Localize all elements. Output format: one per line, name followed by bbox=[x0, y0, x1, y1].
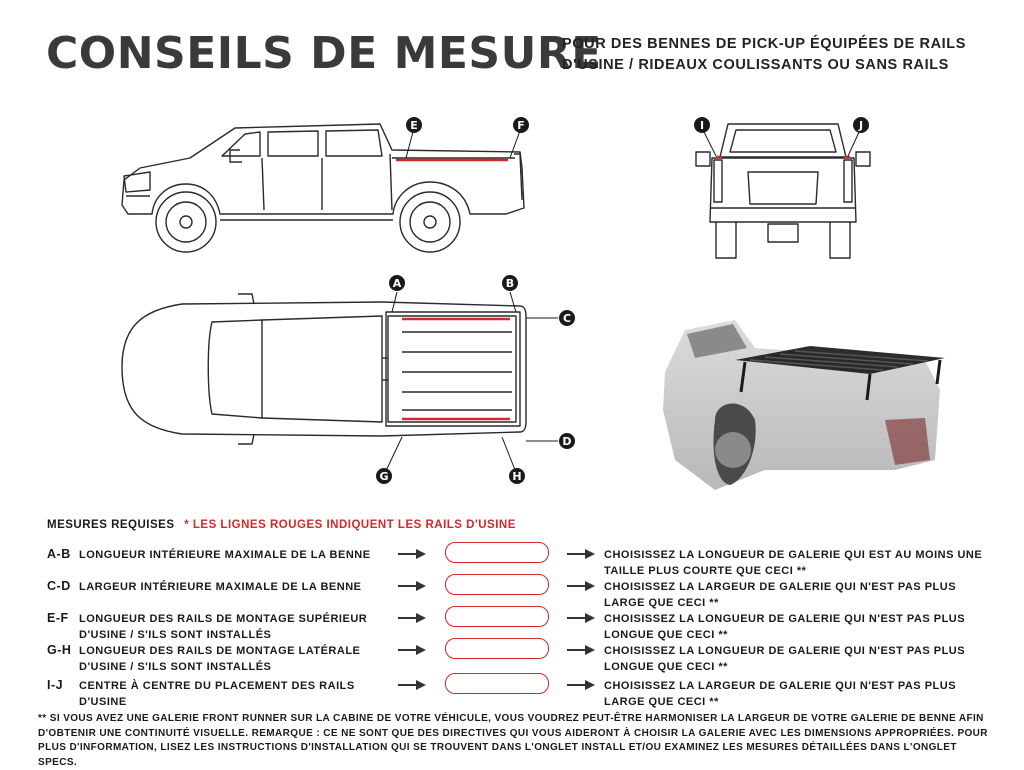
row-result: CHOISISSEZ LA LONGUEUR DE GALERIE QUI ES… bbox=[604, 549, 983, 577]
row-description: LONGUEUR DES RAILS DE MONTAGE LATÉRALE D… bbox=[79, 645, 361, 673]
row-code: I-J bbox=[47, 678, 64, 692]
svg-text:H: H bbox=[512, 470, 521, 483]
svg-text:D: D bbox=[562, 435, 571, 448]
measurement-input[interactable] bbox=[445, 542, 549, 563]
svg-text:I: I bbox=[700, 119, 704, 132]
page-title: CONSEILS DE MESURE bbox=[46, 28, 602, 79]
marker-c-icon: C bbox=[559, 310, 575, 326]
marker-g-icon: G bbox=[376, 468, 392, 484]
row-code: A-B bbox=[47, 547, 71, 561]
arrow-right-icon bbox=[567, 581, 595, 591]
measurement-input[interactable] bbox=[445, 574, 549, 595]
footnote: ** SI VOUS AVEZ UNE GALERIE FRONT RUNNER… bbox=[38, 713, 988, 768]
requirements-heading: MESURES REQUISES * LES LIGNES ROUGES IND… bbox=[47, 519, 516, 531]
svg-text:A: A bbox=[393, 277, 402, 290]
arrow-right-icon bbox=[567, 645, 595, 655]
requirement-row: A-B LONGUEUR INTÉRIEURE MAXIMALE DE LA B… bbox=[0, 542, 1024, 579]
truck-with-rack-photo bbox=[663, 320, 945, 490]
requirement-row: I-J CENTRE À CENTRE DU PLACEMENT DES RAI… bbox=[0, 673, 1024, 710]
arrow-right-icon bbox=[398, 549, 426, 559]
arrow-right-icon bbox=[398, 581, 426, 591]
subtitle-line-1: POUR DES BENNES DE PICK-UP ÉQUIPÉES DE R… bbox=[562, 36, 967, 52]
svg-text:C: C bbox=[563, 312, 571, 325]
requirements-title: MESURES REQUISES bbox=[47, 519, 175, 531]
row-description: LONGUEUR INTÉRIEURE MAXIMALE DE LA BENNE bbox=[79, 549, 371, 561]
marker-b-icon: B bbox=[502, 275, 518, 291]
arrow-right-icon bbox=[567, 680, 595, 690]
measurement-input[interactable] bbox=[445, 638, 549, 659]
arrow-right-icon bbox=[398, 680, 426, 690]
measurement-input[interactable] bbox=[445, 606, 549, 627]
row-description: LARGEUR INTÉRIEURE MAXIMALE DE LA BENNE bbox=[79, 581, 362, 593]
row-code: G-H bbox=[47, 643, 72, 657]
row-code: C-D bbox=[47, 579, 71, 593]
svg-text:G: G bbox=[379, 470, 388, 483]
svg-text:F: F bbox=[517, 119, 525, 132]
marker-j-icon: J bbox=[853, 117, 869, 133]
row-description: LONGUEUR DES RAILS DE MONTAGE SUPÉRIEUR … bbox=[79, 613, 368, 641]
svg-text:B: B bbox=[506, 277, 514, 290]
row-code: E-F bbox=[47, 611, 69, 625]
arrow-right-icon bbox=[567, 613, 595, 623]
svg-text:J: J bbox=[858, 119, 863, 132]
svg-text:E: E bbox=[410, 119, 418, 132]
marker-f-icon: F bbox=[513, 117, 529, 133]
subtitle-line-2: D'USINE / RIDEAUX COULISSANTS OU SANS RA… bbox=[562, 57, 949, 73]
row-result: CHOISISSEZ LA LARGEUR DE GALERIE QUI N'E… bbox=[604, 680, 957, 708]
measurement-input[interactable] bbox=[445, 673, 549, 694]
marker-i-icon: I bbox=[694, 117, 710, 133]
row-description: CENTRE À CENTRE DU PLACEMENT DES RAILS D… bbox=[79, 680, 355, 708]
requirement-row: C-D LARGEUR INTÉRIEURE MAXIMALE DE LA BE… bbox=[0, 574, 1024, 611]
arrow-right-icon bbox=[398, 613, 426, 623]
red-lines-note: * LES LIGNES ROUGES INDIQUENT LES RAILS … bbox=[184, 519, 516, 531]
marker-h-icon: H bbox=[509, 468, 525, 484]
row-result: CHOISISSEZ LA LONGUEUR DE GALERIE QUI N'… bbox=[604, 645, 966, 673]
marker-e-icon: E bbox=[406, 117, 422, 133]
arrow-right-icon bbox=[567, 549, 595, 559]
requirement-row: G-H LONGUEUR DES RAILS DE MONTAGE LATÉRA… bbox=[0, 638, 1024, 675]
truck-rear-view: I J bbox=[694, 117, 871, 259]
marker-d-icon: D bbox=[559, 433, 575, 449]
truck-side-view: E F bbox=[121, 117, 529, 253]
marker-a-icon: A bbox=[389, 275, 405, 291]
truck-top-view: A B C D G H bbox=[121, 275, 575, 484]
arrow-right-icon bbox=[398, 645, 426, 655]
requirement-row: E-F LONGUEUR DES RAILS DE MONTAGE SUPÉRI… bbox=[0, 606, 1024, 643]
row-result: CHOISISSEZ LA LARGEUR DE GALERIE QUI N'E… bbox=[604, 581, 957, 609]
row-result: CHOISISSEZ LA LONGUEUR DE GALERIE QUI N'… bbox=[604, 613, 966, 641]
page-subtitle: POUR DES BENNES DE PICK-UP ÉQUIPÉES DE R… bbox=[562, 34, 966, 76]
